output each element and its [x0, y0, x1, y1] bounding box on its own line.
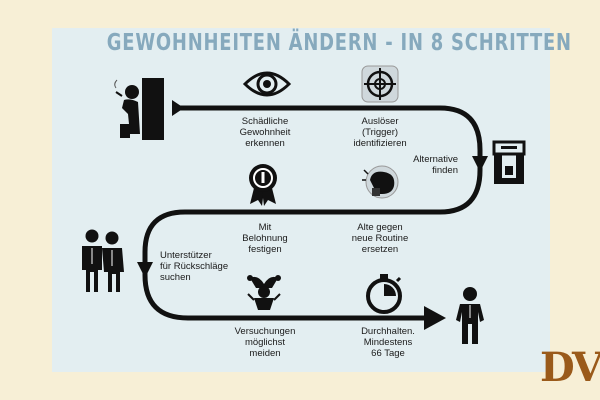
- step-5-label: Mit Belohnung festigen: [242, 222, 288, 255]
- end-arrowhead-icon: [424, 306, 446, 330]
- step-1-label: Schädliche Gewohnheit erkennen: [239, 116, 291, 149]
- step-4-label: Alte gegen neue Routine ersetzen: [351, 222, 409, 255]
- boxing-glove-icon: [362, 165, 399, 199]
- jester-icon: [247, 275, 281, 310]
- smoking-man-icon: [114, 78, 164, 140]
- page-title: GEWOHNHEITEN ÄNDERN - IN 8 SCHRITTEN: [106, 30, 572, 56]
- target-icon: [361, 65, 399, 103]
- dv-logo: DV: [540, 344, 600, 391]
- award-badge-icon: [249, 164, 277, 206]
- start-arrowhead-icon: [172, 100, 184, 116]
- step-7-label: Versuchungen möglichst meiden: [234, 326, 296, 359]
- coffee-machine-icon: [492, 140, 526, 184]
- left-down-arrowhead-icon: [137, 262, 153, 278]
- down-arrowhead-icon: [472, 156, 488, 172]
- step-2-label: Auslöser (Trigger) identifizieren: [353, 116, 407, 149]
- step-6-label: Unterstützer für Rückschläge suchen: [160, 250, 229, 283]
- flow-path: [142, 105, 483, 321]
- standing-man-icon: [456, 287, 484, 344]
- eye-icon: [242, 71, 292, 97]
- step-3-label: Alternative finden: [413, 154, 458, 176]
- stopwatch-icon: [366, 274, 402, 314]
- step-8-label: Durchhalten. Mindestens 66 Tage: [361, 326, 415, 359]
- supporters-icon: [82, 229, 124, 292]
